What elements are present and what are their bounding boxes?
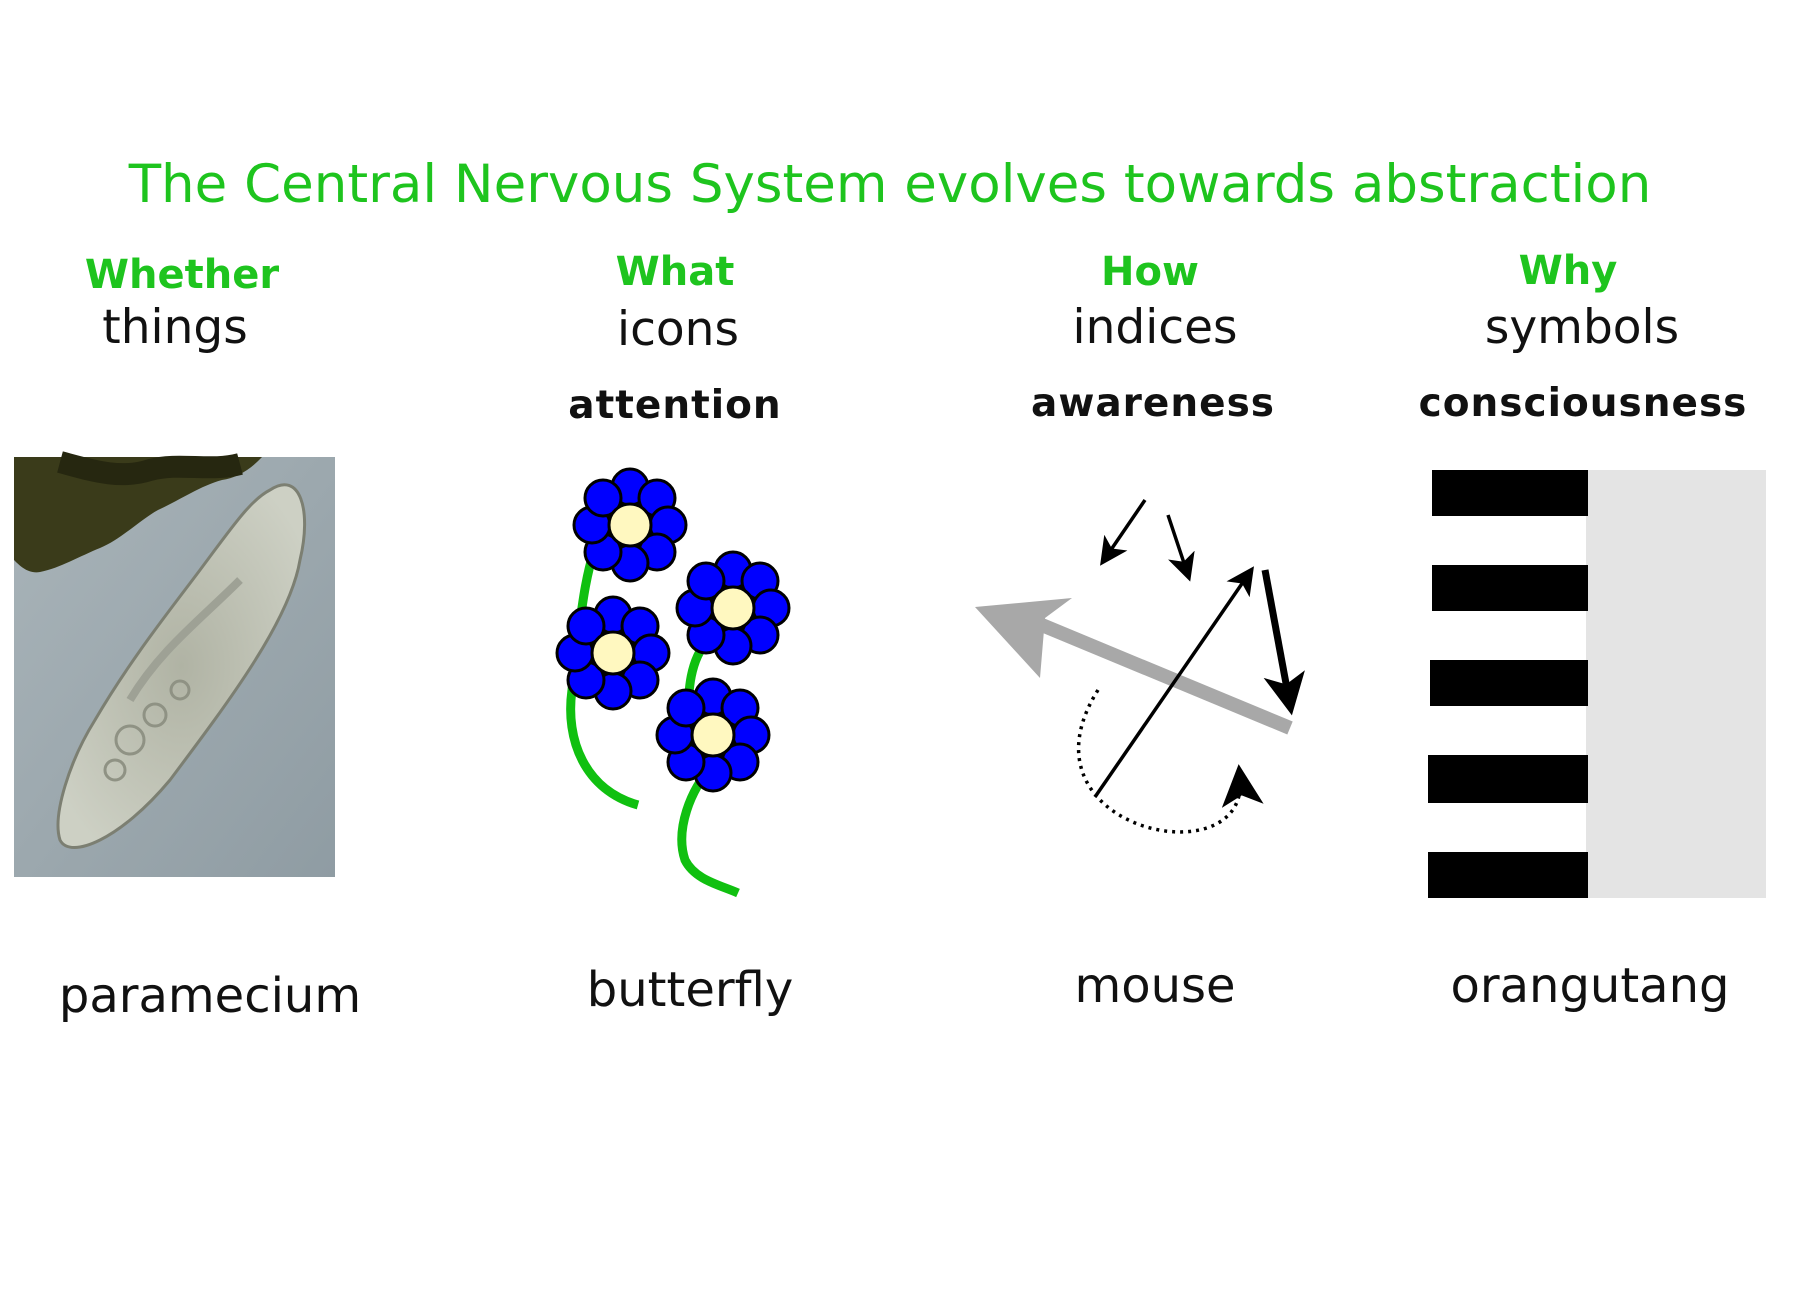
flowers-icon	[555, 467, 791, 898]
circular-arrow-icon	[1077, 689, 1264, 834]
awareness-level-consciousness: consciousness	[1418, 381, 1748, 426]
symbol-bar	[1432, 565, 1588, 611]
organism-mouse: mouse	[1074, 958, 1236, 1014]
bold-arrow-icon	[1261, 569, 1305, 716]
page-title: The Central Nervous System evolves towar…	[128, 154, 1652, 215]
bars-symbol-icon	[1428, 470, 1766, 898]
symbol-bar	[1428, 755, 1588, 803]
arrows-index-icon	[975, 499, 1305, 834]
symbol-bar	[1428, 852, 1588, 898]
paramecium-image	[14, 451, 335, 877]
flower	[572, 467, 688, 583]
grey-arrow-head	[975, 598, 1072, 678]
representation-things: things	[102, 300, 248, 355]
symbol-bar	[1430, 660, 1588, 706]
symbol-bar	[1432, 470, 1588, 516]
grey-arrow-shaft	[1022, 611, 1293, 735]
representation-symbols: symbols	[1484, 300, 1680, 355]
organism-paramecium: paramecium	[58, 968, 362, 1024]
question-why: Why	[1518, 248, 1618, 294]
flower	[655, 677, 771, 793]
awareness-level-attention: attention	[568, 383, 782, 428]
representation-indices: indices	[1072, 300, 1238, 355]
symbol-panel	[1586, 470, 1766, 898]
question-what: What	[615, 249, 735, 295]
arrow-icon	[1166, 514, 1195, 582]
flower	[675, 550, 791, 666]
question-whether: Whether	[84, 252, 280, 298]
organism-butterfly: butterfly	[586, 962, 794, 1018]
arrow-icon	[1093, 566, 1254, 798]
representation-icons: icons	[617, 302, 739, 357]
flower	[555, 595, 671, 711]
awareness-level-awareness: awareness	[1031, 381, 1275, 426]
question-how: How	[1101, 249, 1199, 295]
arrow-icon	[1100, 499, 1147, 566]
organism-orangutang: orangutang	[1450, 958, 1730, 1014]
flower-stem	[677, 761, 740, 898]
